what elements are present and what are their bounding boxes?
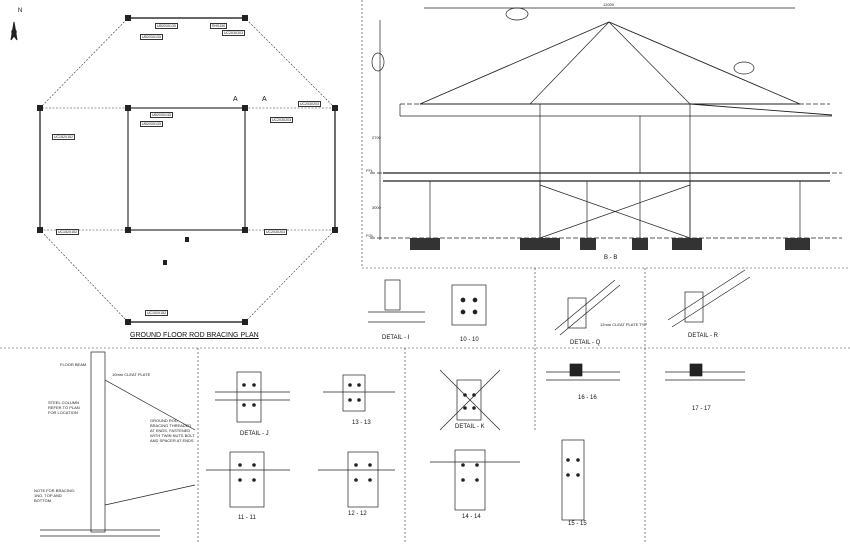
member-tag: RHS150 [210, 23, 228, 29]
member-tag: UC203X203 [222, 30, 246, 36]
member-tag: UB203X133 [150, 112, 173, 118]
member-tag: UC152X152 [56, 229, 80, 235]
detail-q-drawing [546, 279, 621, 381]
dim-label-stump: 3000 [372, 205, 381, 210]
detail-title: 10 - 10 [460, 337, 479, 343]
section-footings [410, 238, 810, 250]
member-tag: UB203X133 [140, 34, 163, 40]
plan-title: GROUND FLOOR ROD BRACING PLAN [130, 332, 259, 339]
detail-title: 16 - 16 [578, 395, 597, 401]
member-tag: UC152X152 [52, 134, 76, 140]
detail-title: DETAIL - J [240, 431, 269, 437]
detail-title: 15 - 15 [568, 521, 587, 527]
note-cleat-plate: 10mm CLEAT PLATE [112, 372, 151, 377]
note-column: STEEL COLUMN REFER TO PLAN FOR LOCATION [48, 400, 80, 415]
detail-title: 17 - 17 [692, 406, 711, 412]
section-bb-title: B - B [604, 255, 618, 261]
note-floor-beam: FLOOR BEAM [60, 362, 87, 367]
member-tag: UC203X203 [298, 101, 322, 107]
ground-floor-plan [39, 17, 336, 323]
section-mark-a-right: A [262, 96, 267, 103]
column-brace-detail [40, 351, 196, 537]
note-cleat-plate-typ: 12mm CLEAT PLATE TYP [600, 322, 648, 327]
detail-title: DETAIL - Q [570, 340, 601, 346]
octagon-outline [39, 17, 336, 323]
member-tag: UB203X133 [140, 121, 163, 127]
grid-bubble-icon [505, 7, 529, 21]
detail-title: 11 - 11 [238, 515, 256, 521]
member-tag: UC152X152 [145, 310, 169, 316]
north-arrow-icon [10, 21, 18, 41]
grid-bubble-icon [733, 61, 755, 75]
north-label: N [18, 8, 23, 14]
detail-title: DETAIL - K [455, 424, 485, 430]
note-rod-bracing: GROUND ROD BRACING THREADED AT ENDS, FAS… [150, 418, 195, 443]
level-mark-fgl: FGL [366, 233, 374, 238]
inner-frame [127, 107, 246, 231]
note-bracing-bottom: NOTE FOR BRACING: 1NO. TOP AND BOTTOM [34, 488, 76, 503]
detail-title: 13 - 13 [352, 420, 371, 426]
grid-bubble-icon [371, 52, 385, 72]
detail-title: DETAIL - R [688, 333, 719, 339]
level-mark-ffl: FFL [366, 168, 374, 173]
plan-columns [37, 15, 338, 325]
detail-k-drawing [430, 369, 585, 521]
detail-title: DETAIL - I [382, 335, 410, 341]
detail-title: 12 - 12 [348, 511, 367, 517]
detail-j-drawing [206, 371, 395, 508]
detail-i-drawing [368, 279, 487, 326]
detail-r-drawing [665, 269, 751, 381]
section-mark-a-left: A [233, 96, 238, 103]
dim-label-wall: 2700 [372, 135, 381, 140]
bolt-groups [238, 383, 580, 482]
dim-label-span: 12000 [603, 2, 615, 7]
member-tag: UC203X203 [264, 229, 288, 235]
member-tag: UB203X133 [155, 23, 178, 29]
member-tag: UC203X203 [270, 117, 294, 123]
detail-title: 14 - 14 [462, 514, 481, 520]
section-bb [370, 7, 842, 240]
